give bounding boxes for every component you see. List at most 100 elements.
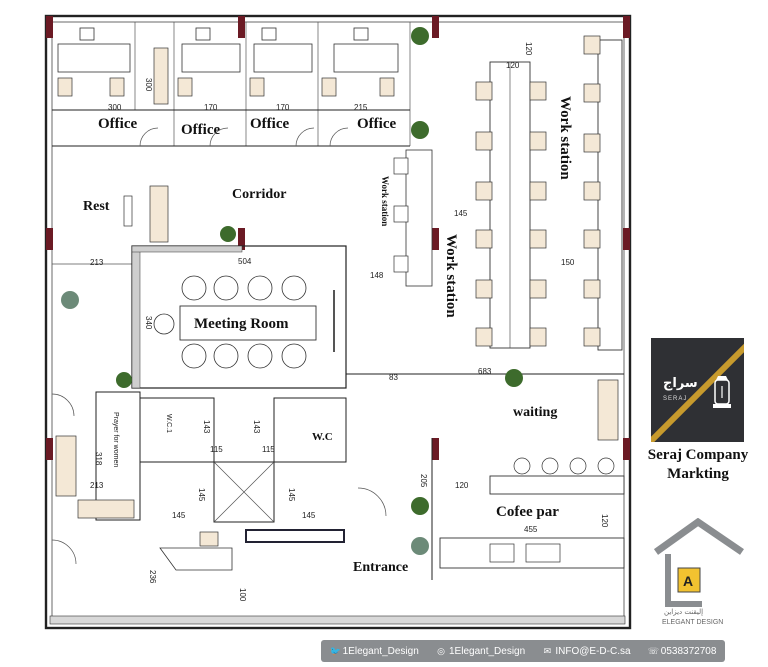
rest-label: Rest — [83, 199, 110, 214]
dim-145-ws: 145 — [454, 209, 468, 218]
cafe-stools — [513, 457, 615, 475]
dim-340: 340 — [144, 316, 153, 330]
twitter-contact[interactable]: 🐦 1Elegant_Design — [330, 646, 419, 657]
instagram-icon: ◎ — [437, 646, 445, 656]
instagram-contact[interactable]: ◎ 1Elegant_Design — [436, 646, 525, 657]
dim-213-bottom: 213 — [90, 481, 104, 490]
phone-icon: ☏ — [647, 646, 660, 656]
elevator-shaft — [213, 461, 275, 523]
designer-arabic-text: إليقنت ديزاين — [664, 608, 703, 616]
twitter-handle: 1Elegant_Design — [342, 645, 419, 657]
office-4-label: Office — [357, 116, 396, 132]
dim-115-a: 115 — [210, 445, 223, 454]
entrance-label: Entrance — [353, 560, 408, 575]
instagram-handle: 1Elegant_Design — [449, 645, 526, 657]
dim-170-a: 170 — [204, 103, 218, 112]
company-name-line-2: Markting — [667, 466, 729, 482]
dim-145-a: 145 — [197, 488, 206, 502]
dim-120-inner: 120 — [506, 61, 520, 70]
meeting-room-glass-left — [131, 245, 141, 389]
designer-latin-text: ELEGANT DESIGN — [662, 619, 723, 626]
pillars — [46, 16, 630, 460]
company-name-line-1: Seraj Company — [647, 447, 749, 463]
wc-2-label: W.C — [312, 431, 333, 443]
dim-83: 83 — [389, 373, 398, 382]
prayer-label: Prayer for women — [112, 412, 119, 467]
dim-504: 504 — [238, 257, 252, 266]
logo-arabic-text: سراج — [663, 376, 698, 391]
work-station-right-label: Work station — [557, 96, 573, 180]
work-station-right-desk — [597, 39, 623, 351]
dim-145-c: 145 — [172, 511, 186, 520]
logo-latin-text: SERAJ — [663, 396, 688, 402]
logo-letter: A — [683, 573, 693, 589]
work-station-right-chairs — [583, 35, 601, 347]
phone-number: 0538372708 — [660, 645, 717, 657]
bottom-window-strip — [49, 615, 626, 625]
contact-footer: 🐦 1Elegant_Design ◎ 1Elegant_Design ✉ IN… — [321, 640, 725, 662]
stove-icon — [489, 543, 515, 563]
dim-120-top: 120 — [524, 42, 533, 56]
cafe-bar-label: Cofee par — [496, 504, 559, 520]
entrance-mat — [245, 529, 345, 543]
work-station-center-chairs — [475, 81, 547, 347]
dim-318: 318 — [94, 452, 103, 466]
dim-300-a: 300 — [108, 103, 122, 112]
office-furniture — [57, 27, 399, 105]
office-2-label: Office — [181, 122, 220, 138]
dim-215: 215 — [354, 103, 368, 112]
reception-desk — [159, 547, 233, 571]
meeting-room-glass-top — [131, 245, 243, 253]
envelope-icon: ✉ — [543, 646, 552, 656]
dim-115-b: 115 — [262, 445, 275, 454]
office-3-label: Office — [250, 116, 289, 132]
company-name: Seraj Company Markting — [631, 446, 765, 484]
dimension-labels: 300 300 170 170 215 120 120 145 150 213 … — [90, 42, 609, 602]
meeting-room-label: Meeting Room — [194, 316, 289, 332]
office-partitions — [52, 22, 411, 147]
dim-100: 100 — [238, 588, 247, 602]
dim-145-d: 145 — [302, 511, 316, 520]
work-station-small-desk — [405, 149, 433, 287]
waiting-label: waiting — [513, 405, 557, 420]
prayer-bench — [77, 499, 135, 519]
office-1-label: Office — [98, 116, 137, 132]
wc-1-label: W.C.1 — [165, 414, 172, 433]
dim-145-b: 145 — [287, 488, 296, 502]
elegant-design-logo: A إليقنت ديزاين ELEGANT DESIGN — [650, 517, 750, 628]
dim-143-a: 143 — [202, 420, 211, 434]
house-icon: A إليقنت ديزاين ELEGANT DESIGN — [653, 517, 744, 626]
rest-table — [123, 195, 133, 227]
dim-213-top: 213 — [90, 258, 104, 267]
work-station-small-label: Work station — [380, 176, 390, 226]
dim-120-cafe-v: 120 — [600, 514, 609, 528]
seraj-logo: سراج SERAJ — [651, 338, 744, 442]
sink-icon — [525, 543, 561, 563]
phone-contact[interactable]: ☏ 0538372708 — [648, 646, 717, 657]
work-station-center-label: Work station — [443, 234, 459, 318]
plants — [61, 27, 523, 555]
lantern-icon — [713, 376, 731, 408]
work-station-small-chairs — [393, 157, 409, 273]
dim-300-b: 300 — [144, 78, 153, 92]
wc-1-wall — [139, 397, 215, 463]
meeting-table — [179, 305, 317, 341]
outer-wall — [44, 14, 632, 630]
waiting-sofa — [597, 379, 619, 441]
email-contact[interactable]: ✉ INFO@E-D-C.sa — [542, 645, 631, 657]
dim-683: 683 — [478, 367, 492, 376]
dim-455: 455 — [524, 525, 538, 534]
dim-205: 205 — [419, 474, 428, 488]
email-address: INFO@E-D-C.sa — [555, 645, 631, 657]
dim-120-cafe: 120 — [455, 481, 469, 490]
dim-148: 148 — [370, 271, 384, 280]
wc-2-wall — [273, 397, 347, 463]
dim-236: 236 — [148, 570, 157, 584]
twitter-bird-icon: 🐦 — [329, 646, 341, 656]
rest-sofa — [149, 185, 169, 243]
reception-chair — [199, 531, 219, 547]
corridor-label: Corridor — [232, 187, 286, 202]
prayer-sofa — [55, 435, 77, 497]
door-swings — [51, 127, 387, 565]
